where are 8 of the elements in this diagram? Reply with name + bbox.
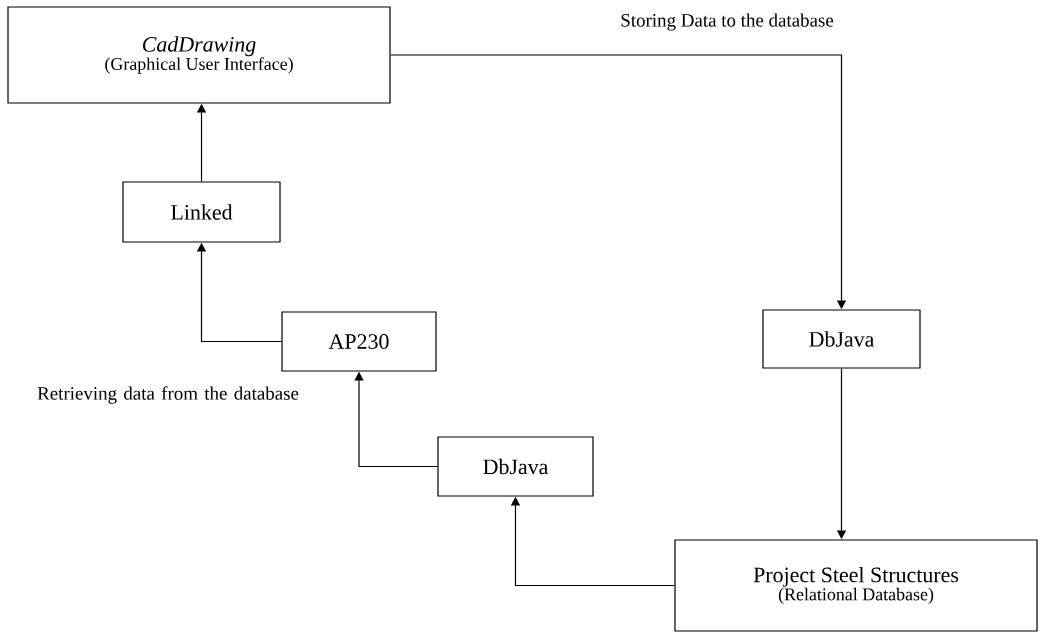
process-box: CadDrawing (Graphical User Interface) xyxy=(7,6,391,104)
note-text: Storing Data to the database xyxy=(621,13,834,31)
process-box: DbJava xyxy=(437,436,594,497)
note-text: Retrieving data from the database xyxy=(37,386,299,404)
process-box: DbJava xyxy=(762,309,921,369)
process-box: AP230 xyxy=(281,311,437,372)
process-box: Project Steel Structures (Relational Database) xyxy=(674,539,1038,632)
process-box: Linked xyxy=(122,181,281,243)
